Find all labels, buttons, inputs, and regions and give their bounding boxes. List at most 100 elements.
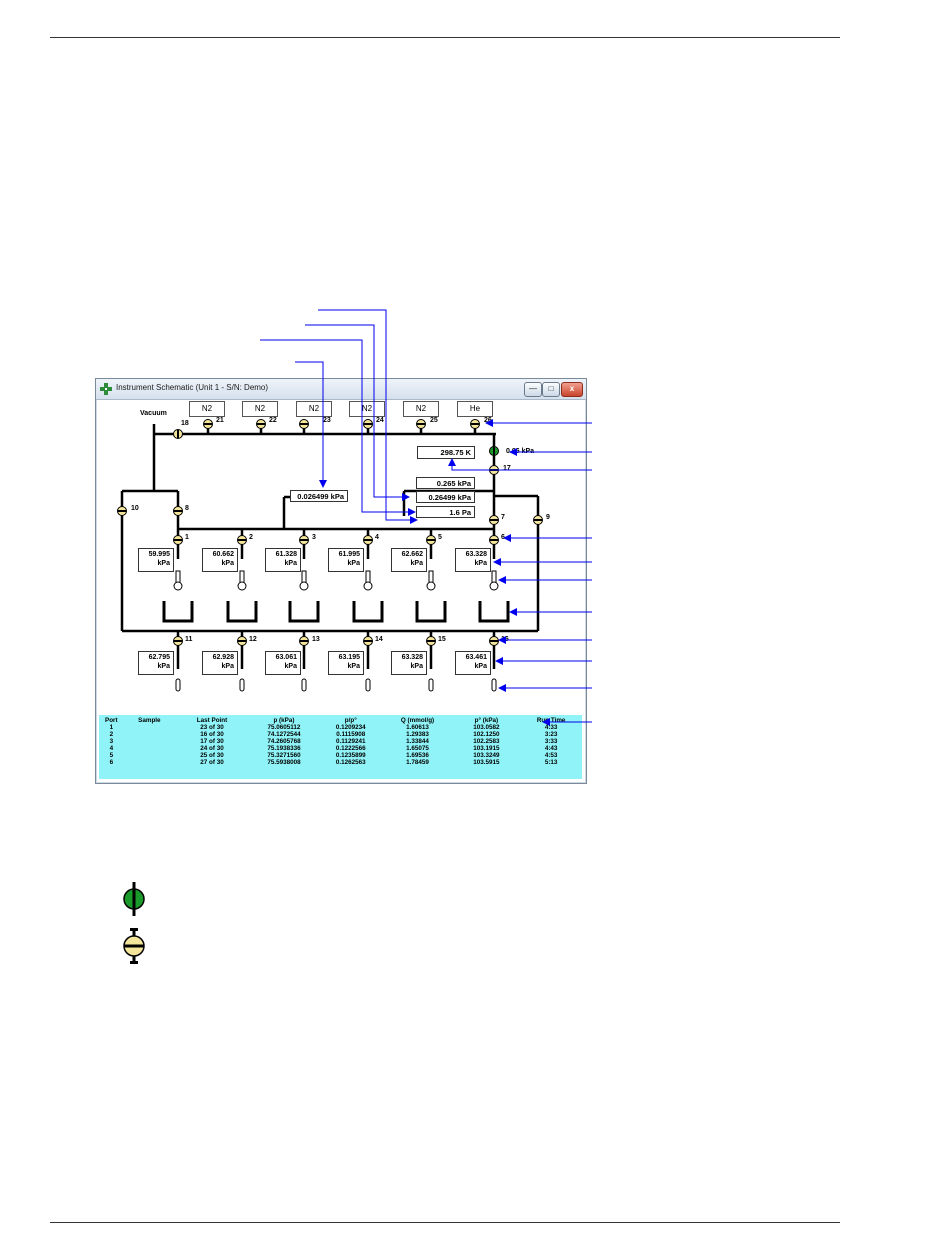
results-table: Port Sample Last Point p (kPa) p/p° Q (m… — [99, 717, 582, 766]
results-cell: 74.2605768 — [267, 738, 301, 745]
valve-24-icon[interactable] — [363, 419, 373, 429]
valve-number-4: 4 — [375, 534, 379, 541]
valve-9-icon[interactable] — [533, 515, 543, 525]
results-cell: 4:33 — [544, 724, 558, 731]
pressure-readout-1: 0.265 kPa — [416, 477, 475, 489]
valve-22-icon[interactable] — [256, 419, 266, 429]
valve-23-icon[interactable] — [299, 419, 309, 429]
valve-16-icon[interactable] — [489, 636, 499, 646]
results-cell: 16 of 30 — [200, 731, 224, 738]
header-p: p (kPa) — [273, 717, 295, 724]
header-port: Port — [105, 717, 118, 724]
results-cell: 1.33844 — [406, 738, 429, 745]
valve-14-icon[interactable] — [363, 636, 373, 646]
valve-number-15: 15 — [438, 636, 446, 643]
valve-number-11: 11 — [185, 636, 193, 643]
valve-11-icon[interactable] — [173, 636, 183, 646]
results-cell: 75.3271560 — [267, 752, 301, 759]
close-button[interactable]: x — [561, 382, 583, 397]
valve-number-6: 6 — [501, 534, 505, 541]
header-q: Q (mmol/g) — [400, 717, 435, 724]
window-title: Instrument Schematic (Unit 1 - S/N: Demo… — [116, 383, 269, 392]
results-cell: 0.1115908 — [336, 731, 366, 738]
results-cell: 0.1209234 — [335, 724, 366, 731]
results-cell: 0.1129241 — [336, 738, 366, 745]
valve-10-icon[interactable] — [117, 506, 127, 516]
valve-number-3: 3 — [312, 534, 316, 541]
gas-port-1: N2 — [189, 401, 225, 417]
valve-number-25: 25 — [430, 417, 438, 424]
valve-number-5: 5 — [438, 534, 442, 541]
minimize-button[interactable]: — — [524, 382, 542, 397]
valve-1-icon[interactable] — [173, 535, 183, 545]
valve-13-icon[interactable] — [299, 636, 309, 646]
bottom-rule — [50, 1222, 840, 1223]
valve-number-23: 23 — [323, 417, 331, 424]
results-cell: 102.1250 — [473, 731, 500, 738]
valve-number-18: 18 — [181, 420, 189, 427]
valve-26-icon[interactable] — [470, 419, 480, 429]
valve-5-icon[interactable] — [426, 535, 436, 545]
valve-8-icon[interactable] — [173, 506, 183, 516]
dewar-group — [162, 601, 510, 623]
results-cell: 1.29383 — [406, 731, 429, 738]
valve-number-21: 21 — [216, 417, 224, 424]
maximize-button[interactable]: □ — [542, 382, 560, 397]
valve-number-17: 17 — [503, 465, 511, 472]
valve-4-icon[interactable] — [363, 535, 373, 545]
results-cell: 2 — [109, 731, 114, 738]
window-titlebar[interactable]: Instrument Schematic (Unit 1 - S/N: Demo… — [96, 379, 586, 400]
results-cell: 1.69536 — [406, 752, 429, 759]
results-cell: 102.2583 — [473, 738, 500, 745]
valve-25-icon[interactable] — [416, 419, 426, 429]
valve-12-icon[interactable] — [237, 636, 247, 646]
results-cell: 1.60613 — [406, 724, 429, 731]
valve-6-icon[interactable] — [489, 535, 499, 545]
results-cell: 5:13 — [544, 759, 558, 766]
temperature-readout: 298.75 K — [417, 446, 475, 459]
results-cell: 3:23 — [544, 731, 558, 738]
pressure-readout-2: 0.26499 kPa — [416, 491, 475, 503]
valve-21-icon[interactable] — [203, 419, 213, 429]
results-cell: 75.0605112 — [267, 724, 301, 731]
valve-18-icon[interactable] — [173, 429, 183, 439]
valve-closed-icon — [123, 928, 145, 964]
header-run-time: Run Time — [536, 717, 566, 724]
gas-port-5: N2 — [403, 401, 439, 417]
valve-17-open-icon[interactable] — [489, 446, 499, 456]
results-cell: 0.1235899 — [335, 752, 366, 759]
valve-3-icon[interactable] — [299, 535, 309, 545]
results-cell: 0.1262563 — [335, 759, 366, 766]
results-cell: 1.78459 — [406, 759, 429, 766]
valve-number-13: 13 — [312, 636, 320, 643]
valve-number-2: 2 — [249, 534, 253, 541]
results-cell: 1 — [109, 724, 114, 731]
valve-15-icon[interactable] — [426, 636, 436, 646]
valve-7-icon[interactable] — [489, 515, 499, 525]
results-cell: 5 — [109, 752, 114, 759]
valve-2-icon[interactable] — [237, 535, 247, 545]
vacuum-label: Vacuum — [140, 410, 167, 417]
results-cell: 3 — [109, 738, 114, 745]
valve-number-9: 9 — [546, 514, 550, 521]
pressure-readout-3: 1.6 Pa — [416, 506, 475, 518]
valve-number-14: 14 — [375, 636, 383, 643]
transducer-readout: 0.026499 kPa — [290, 490, 348, 502]
gas-port-4: N2 — [349, 401, 385, 417]
results-cell: 27 of 30 — [200, 759, 224, 766]
results-cell: 25 of 30 — [200, 752, 224, 759]
